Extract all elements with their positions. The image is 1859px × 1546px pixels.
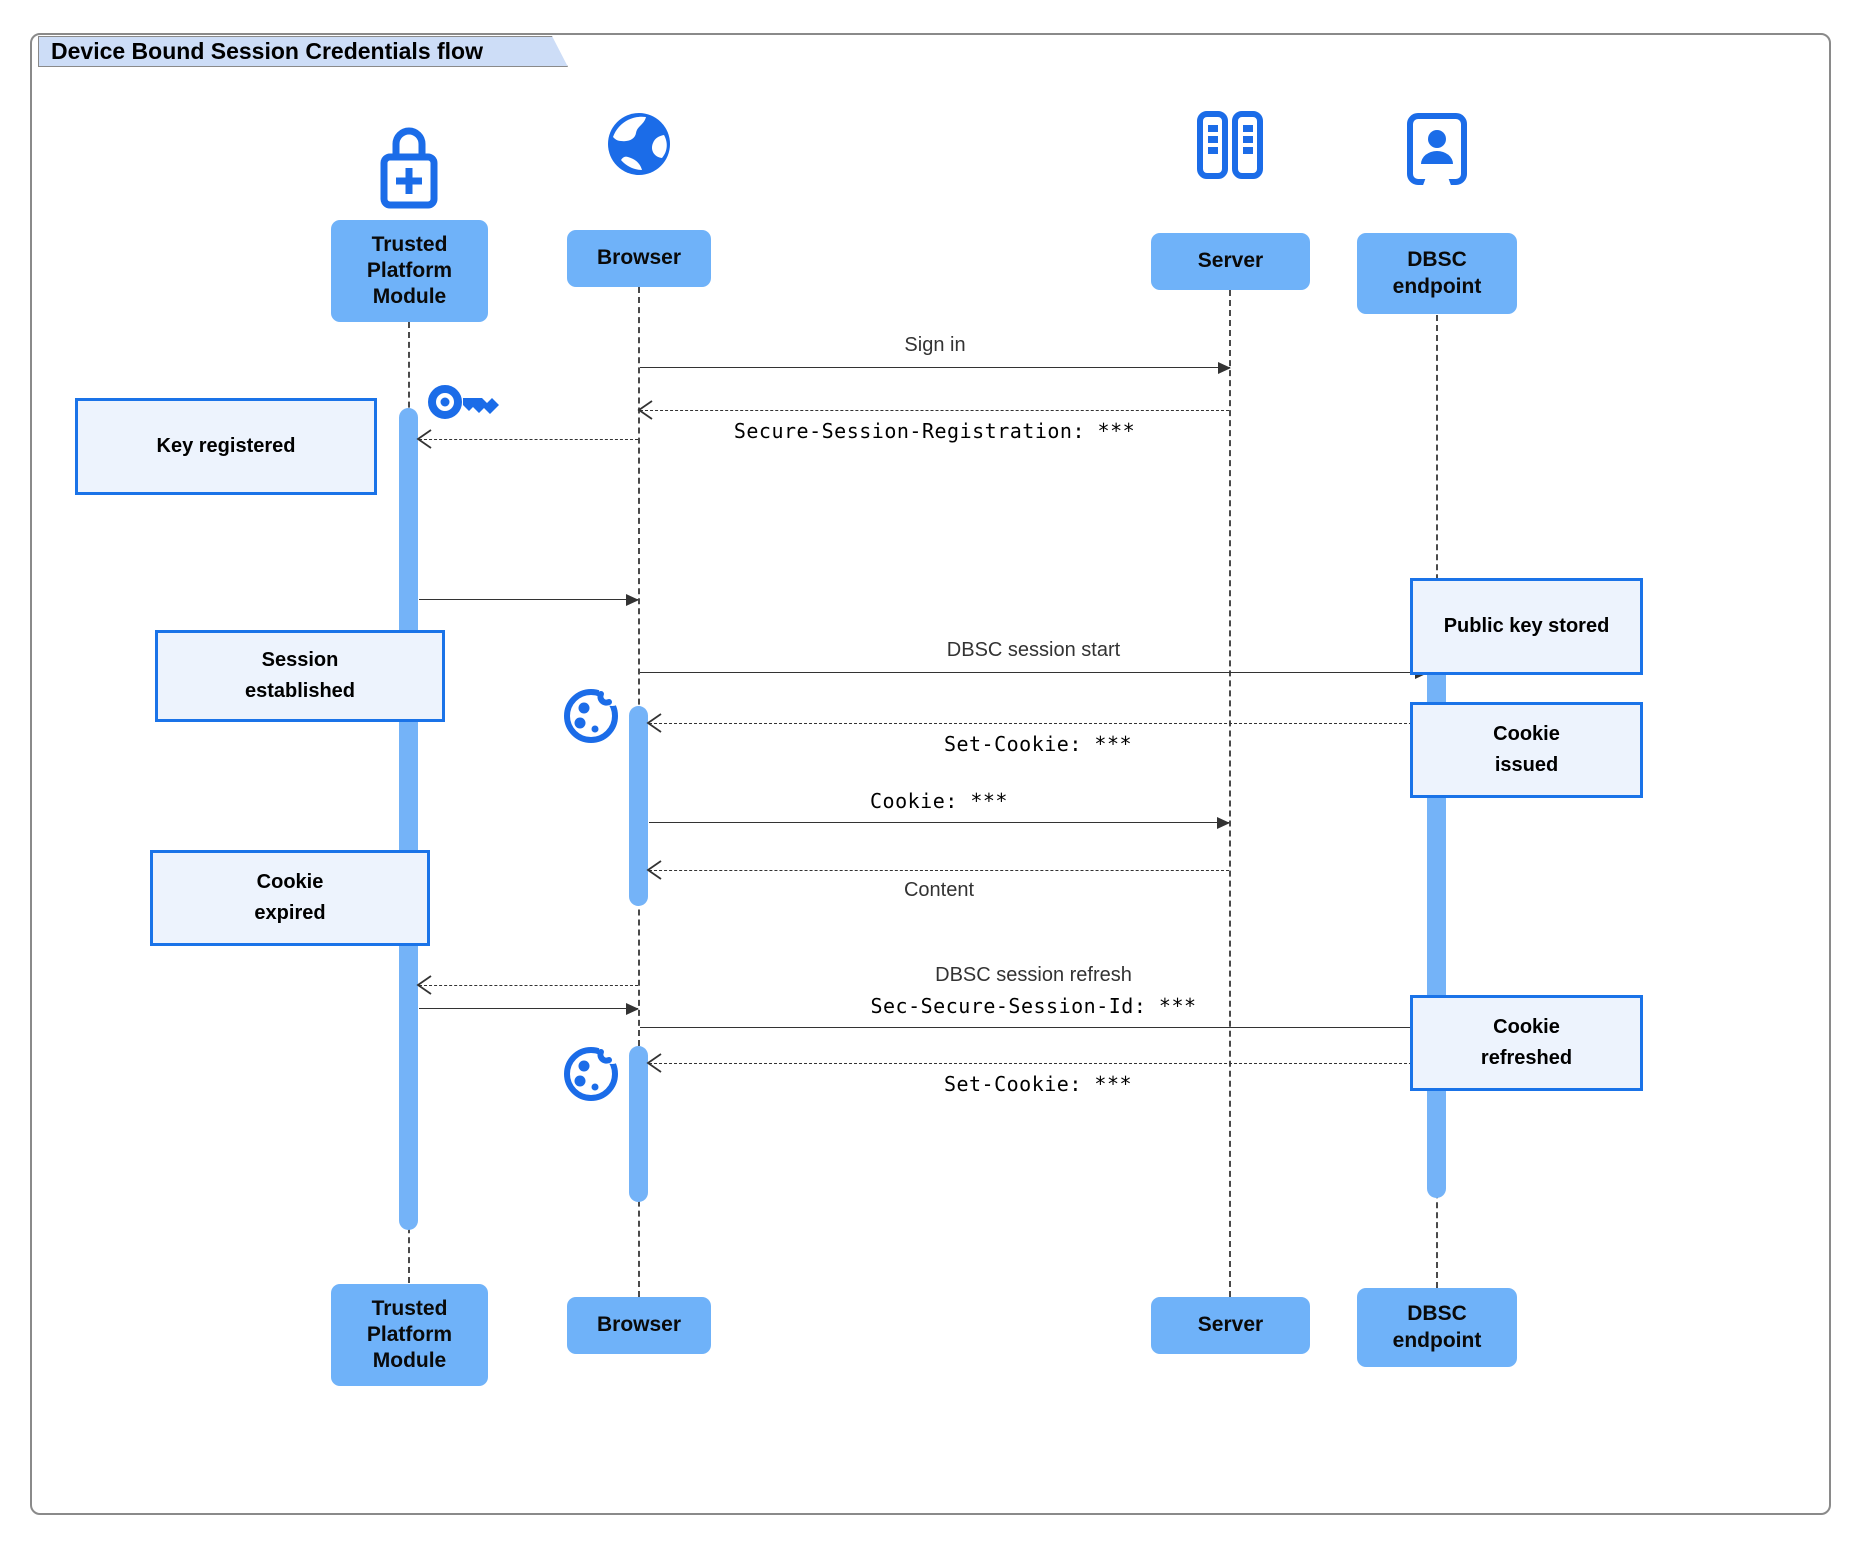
arrow-line xyxy=(649,822,1229,823)
arrowhead-right-icon xyxy=(1217,816,1230,829)
participant-dbsc-top: DBSC endpoint xyxy=(1357,233,1517,314)
arrowhead-right-icon xyxy=(1218,361,1231,374)
server-lifeline xyxy=(1229,290,1231,1297)
key-icon xyxy=(428,385,499,419)
message-label: Secure-Session-Registration: *** xyxy=(733,419,1136,443)
server-racks-icon xyxy=(1197,111,1263,179)
diagram-border xyxy=(30,33,1831,1515)
diagram-title: Device Bound Session Credentials flow xyxy=(38,36,568,67)
message-label: Sign in xyxy=(904,334,966,356)
arrow-line xyxy=(640,410,1229,411)
arrow-line xyxy=(419,985,638,986)
lock-plus-icon xyxy=(380,127,438,209)
arrowhead-left-icon xyxy=(646,712,664,734)
kiosk-person-icon xyxy=(1407,113,1467,188)
arrowhead-left-icon xyxy=(637,399,655,421)
participant-server-bottom: Server xyxy=(1151,1297,1310,1354)
arrow-line xyxy=(649,870,1229,871)
globe-icon xyxy=(608,113,670,175)
message-label: DBSC session start xyxy=(946,639,1121,661)
browser-activation-bar-2 xyxy=(629,1046,648,1202)
arrowhead-left-icon xyxy=(646,1052,664,1074)
note-cookie-expired: Cookie expired xyxy=(150,850,430,946)
participant-server-top: Server xyxy=(1151,233,1310,290)
arrow-line xyxy=(419,599,638,600)
arrow-line xyxy=(419,1008,638,1009)
message-label: Set-Cookie: *** xyxy=(943,1072,1133,1096)
arrow-line xyxy=(419,439,638,440)
note-cookie-refreshed: Cookie refreshed xyxy=(1410,995,1643,1091)
arrow-line xyxy=(640,1027,1427,1028)
arrowhead-left-icon xyxy=(646,859,664,881)
note-key-registered: Key registered xyxy=(75,398,377,495)
note-session-established: Session established xyxy=(155,630,445,722)
participant-browser-bottom: Browser xyxy=(567,1297,711,1354)
message-label: Sec-Secure-Session-Id: *** xyxy=(870,994,1197,1018)
participant-browser-top: Browser xyxy=(567,230,711,287)
message-label: Set-Cookie: *** xyxy=(943,732,1133,756)
arrowhead-left-icon xyxy=(416,428,434,450)
arrow-line xyxy=(649,723,1427,724)
participant-tpm-bottom: Trusted Platform Module xyxy=(331,1284,488,1386)
message-label: DBSC session refresh xyxy=(935,964,1132,986)
cookie-icon xyxy=(564,680,623,743)
message-label: Content xyxy=(903,879,975,901)
arrowhead-right-icon xyxy=(626,1002,639,1015)
note-public-key-stored: Public key stored xyxy=(1410,578,1643,675)
arrowhead-left-icon xyxy=(416,974,434,996)
cookie-icon xyxy=(564,1038,623,1101)
arrow-line xyxy=(640,367,1230,368)
note-cookie-issued: Cookie issued xyxy=(1410,702,1643,798)
participant-dbsc-bottom: DBSC endpoint xyxy=(1357,1288,1517,1367)
arrow-line xyxy=(649,1063,1427,1064)
diagram-title-text: Device Bound Session Credentials flow xyxy=(51,38,483,64)
participant-tpm-top: Trusted Platform Module xyxy=(331,220,488,322)
browser-activation-bar-1 xyxy=(629,706,648,906)
arrowhead-right-icon xyxy=(626,593,639,606)
message-label: Cookie: *** xyxy=(870,789,1008,813)
arrow-line xyxy=(640,672,1427,673)
tpm-activation-bar xyxy=(399,408,418,1230)
